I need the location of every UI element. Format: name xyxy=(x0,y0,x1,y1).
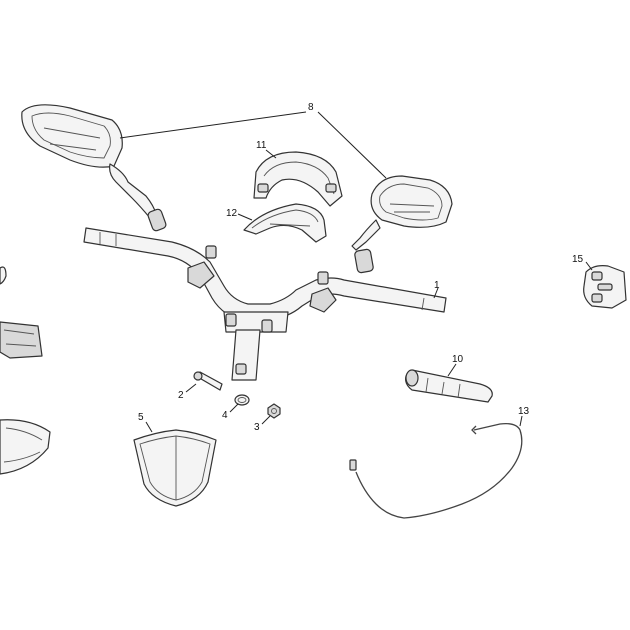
callout-4: 4 xyxy=(222,410,228,421)
leader-line-5 xyxy=(145,421,153,433)
leader-line-11 xyxy=(265,149,277,159)
leader-line-8-right-mirror xyxy=(317,111,387,179)
grip xyxy=(405,369,493,403)
partial-part-left-bottom xyxy=(0,419,51,475)
nut xyxy=(267,403,281,419)
leader-line-2 xyxy=(185,383,197,393)
callout-1: 1 xyxy=(434,280,440,291)
washer xyxy=(234,394,250,406)
right-mirror xyxy=(351,175,453,274)
callout-15: 15 xyxy=(572,254,584,265)
callout-3: 3 xyxy=(254,422,260,433)
partial-part-left-middle xyxy=(0,321,43,359)
lower-cover xyxy=(243,203,327,243)
callout-8: 8 xyxy=(308,102,314,113)
shield-panel xyxy=(133,429,217,507)
leader-line-15 xyxy=(585,261,593,271)
handlebar xyxy=(83,227,447,381)
left-mirror xyxy=(21,104,167,232)
leader-line-12 xyxy=(237,213,253,221)
leader-line-10 xyxy=(447,363,457,377)
partial-part-left-top xyxy=(0,266,7,285)
callout-10: 10 xyxy=(452,354,464,365)
callout-2: 2 xyxy=(178,390,184,401)
leader-line-8-left-mirror xyxy=(119,111,307,139)
leader-line-13 xyxy=(519,415,523,427)
leader-line-4 xyxy=(229,403,239,413)
bolt xyxy=(193,371,223,391)
switch-housing xyxy=(583,265,627,309)
callout-5: 5 xyxy=(138,412,144,423)
callout-11: 11 xyxy=(256,140,267,151)
callout-13: 13 xyxy=(518,406,530,417)
leader-line-3 xyxy=(261,415,271,425)
callout-12: 12 xyxy=(226,208,238,219)
leader-line-1 xyxy=(433,287,439,299)
throttle-cable xyxy=(349,422,523,519)
upper-cover xyxy=(253,151,343,207)
